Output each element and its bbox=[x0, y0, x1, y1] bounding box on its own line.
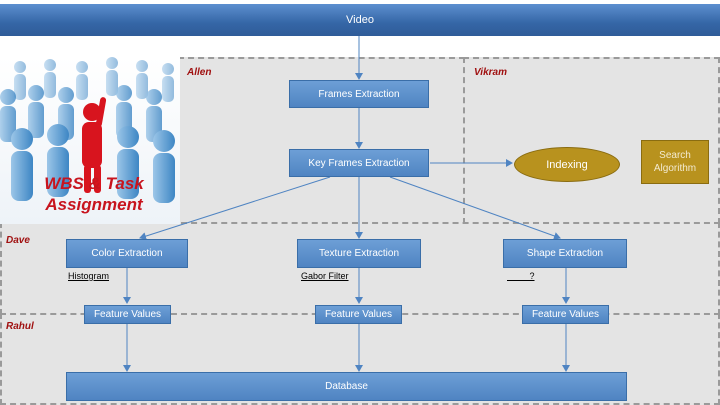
lane-label-dave: Dave bbox=[6, 235, 30, 246]
lane-label-rahul: Rahul bbox=[6, 321, 34, 332]
lane-label-allen: Allen bbox=[187, 67, 212, 78]
feature-values-texture: Feature Values bbox=[315, 305, 402, 324]
arrow-keyframes-to-color bbox=[139, 176, 331, 240]
shape-extraction-node: Shape Extraction bbox=[503, 239, 627, 268]
illustration-title: WBS & Task Assignment bbox=[44, 174, 144, 214]
gabor-filter-note: Gabor Filter bbox=[301, 271, 349, 281]
color-extraction-node: Color Extraction bbox=[66, 239, 188, 268]
shape-method-note: ? bbox=[507, 271, 535, 281]
feature-values-color: Feature Values bbox=[84, 305, 171, 324]
key-frames-extraction-node: Key Frames Extraction bbox=[289, 149, 429, 177]
texture-extraction-node: Texture Extraction bbox=[297, 239, 421, 268]
raised-hand-figure bbox=[82, 97, 107, 193]
search-algorithm-node: Search Algorithm bbox=[641, 140, 709, 184]
feature-values-shape: Feature Values bbox=[522, 305, 609, 324]
frames-extraction-node: Frames Extraction bbox=[289, 80, 429, 108]
video-node: Video bbox=[0, 4, 720, 36]
histogram-note: Histogram bbox=[68, 271, 110, 281]
indexing-node: Indexing bbox=[514, 147, 620, 182]
database-node: Database bbox=[66, 372, 627, 401]
crowd-figures-icon bbox=[0, 57, 175, 203]
lane-label-vikram: Vikram bbox=[474, 67, 507, 78]
arrow-keyframes-to-shape bbox=[389, 176, 561, 240]
team-illustration: WBS & Task Assignment bbox=[0, 57, 180, 224]
